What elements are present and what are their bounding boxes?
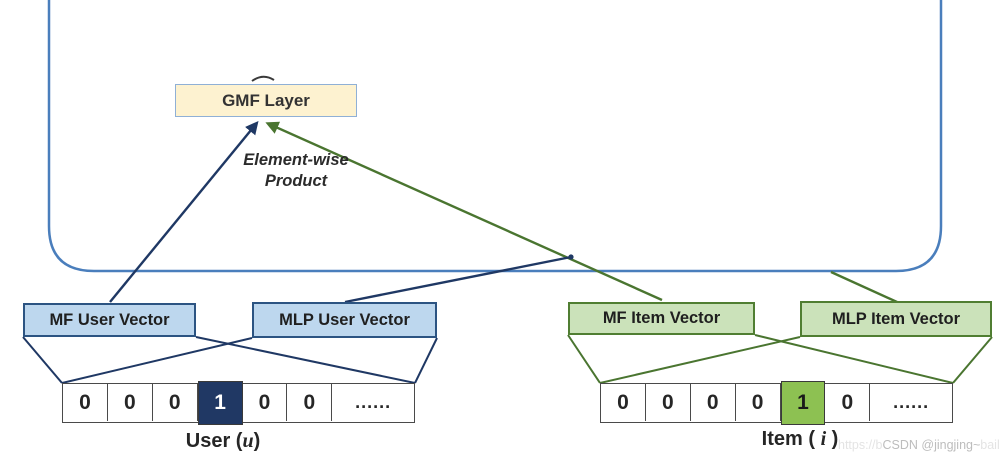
csdn-watermark: https://bCSDN @jingjing~bail [838,438,1008,452]
mlp-item-vector-box: MLP Item Vector [800,301,992,337]
gmf-layer-box: GMF Layer [175,84,357,117]
item-label-suffix: ) [826,428,839,450]
user-onehot-ellipsis-cell: ...... [355,392,392,412]
mlp-item-fan-left [599,336,801,384]
user-onehot-cell: 0 [108,384,153,421]
mf-item-to-gmf-arrow [265,121,663,302]
mlp-user-fan-right [414,337,438,384]
elementwise-line2: Product [264,172,328,190]
user-onehot-cell: 0 [63,384,108,421]
user-onehot-cell: 0 [153,384,198,421]
mlp-item-line [830,270,898,304]
item-onehot-cell: 0 [646,384,691,421]
mlp-user-vector-box: MLP User Vector [252,302,437,338]
elementwise-product-label: Element-wise Product [211,150,381,192]
item-onehot-hot-cell: 1 [780,380,826,425]
item-input-label: Item ( i ) [720,428,880,451]
mf-item-vector-box: MF Item Vector [568,302,755,335]
item-onehot-cell: 0 [691,384,736,421]
mlp-item-fan-right [952,336,993,384]
user-onehot-hot-cell: 1 [197,380,243,425]
item-onehot-cell: 0 [601,384,646,421]
mf-user-vector-box: MF User Vector [23,303,196,337]
mf-user-fan-right [195,336,416,384]
item-onehot-cell: 0 [736,384,781,421]
user-onehot-row: 0 0 0 1 0 0 ...... [62,380,415,425]
mlp-user-line [344,255,572,304]
user-onehot-cell: 0 [243,384,288,421]
watermark-handle: CSDN @jingjing~ [882,438,981,452]
watermark-url-tail: bail [980,438,1000,452]
elementwise-line1: Element-wise [243,151,349,169]
mf-item-fan-left [567,334,601,384]
watermark-url-fragment: https://b [838,438,883,452]
mf-user-to-gmf-arrow [109,120,259,303]
item-onehot-ellipsis-cell: ...... [893,392,930,412]
user-label-variable: u [242,430,254,452]
model-frame-border [47,0,943,273]
cropped-arrow-stub [251,75,275,82]
mf-item-fan-right [754,334,954,384]
item-label-prefix: Item ( [761,428,821,450]
mlp-user-line-junction [568,254,574,260]
user-label-prefix: User ( [185,430,243,452]
user-label-suffix: ) [253,430,261,452]
item-label-variable: i [820,428,827,450]
mlp-user-fan-left [61,337,253,384]
item-onehot-row: 0 0 0 0 1 0 ...... [600,380,953,425]
user-input-label: User (u) [143,430,303,453]
mf-user-fan-left [22,336,63,384]
item-onehot-cell: 0 [825,384,871,421]
user-onehot-cell: 0 [287,384,333,421]
